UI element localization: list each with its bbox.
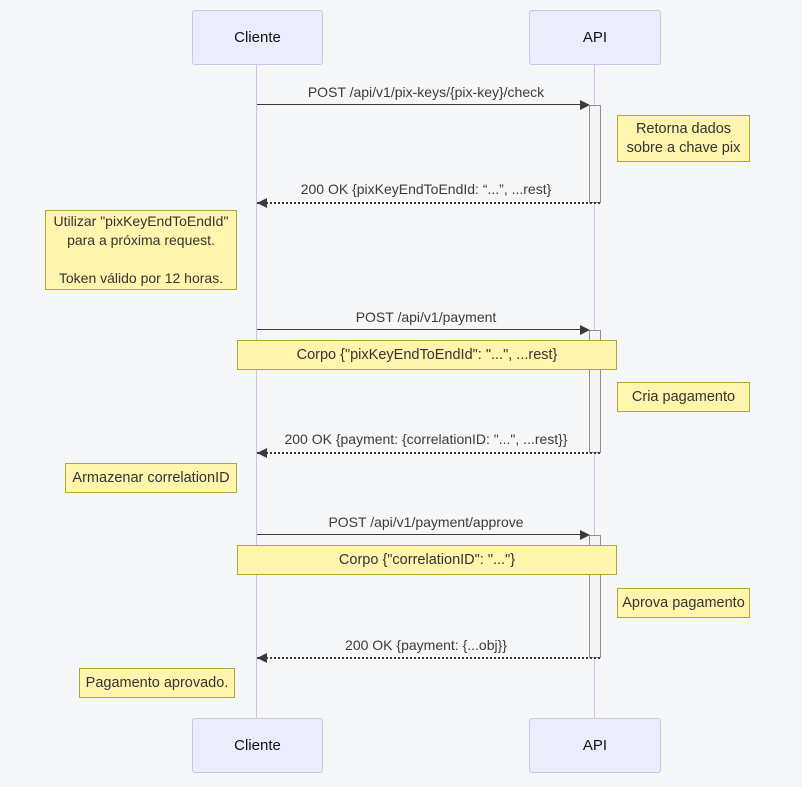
message-label-200-payment-obj: 200 OK {payment: {...obj}} (345, 637, 507, 653)
arrowhead-right-icon (580, 530, 590, 540)
participant-api-bottom: API (529, 718, 661, 773)
message-line-3 (257, 329, 581, 330)
participant-cliente-label: Cliente (234, 737, 281, 754)
arrowhead-right-icon (580, 325, 590, 335)
arrowhead-left-icon (257, 448, 267, 458)
participant-api-label: API (582, 737, 608, 754)
message-line-5 (257, 534, 581, 535)
participant-cliente-label: Cliente (234, 29, 281, 46)
message-label-payment-approve: POST /api/v1/payment/approve (328, 514, 524, 530)
participant-cliente-bottom: Cliente (192, 718, 323, 773)
message-label-check-pix-key: POST /api/v1/pix-keys/{pix-key}/check (307, 84, 545, 100)
message-line-2 (257, 202, 600, 204)
note-retorna-dados: Retorna dados sobre a chave pix (617, 115, 750, 162)
participant-api-top: API (529, 10, 661, 65)
note-corpo-correlationid: Corpo {"correlationID": "..."} (237, 545, 617, 575)
message-line-6 (257, 657, 600, 659)
message-line-4 (257, 452, 600, 454)
lifeline-cliente (256, 65, 257, 718)
note-armazenar-correlationid: Armazenar correlationID (65, 463, 237, 493)
arrowhead-left-icon (257, 198, 267, 208)
note-pagamento-aprovado: Pagamento aprovado. (79, 668, 235, 698)
arrowhead-right-icon (580, 100, 590, 110)
message-line-1 (257, 104, 581, 105)
participant-cliente-top: Cliente (192, 10, 323, 65)
note-corpo-pixkey: Corpo {"pixKeyEndToEndId": "...", ...res… (237, 340, 617, 370)
note-cria-pagamento: Cria pagamento (617, 382, 750, 412)
note-utilizar-token: Utilizar "pixKeyEndToEndId" para a próxi… (45, 210, 237, 290)
message-label-200-correlation: 200 OK {payment: {correlationID: "...", … (284, 431, 568, 447)
message-label-200-pixkey: 200 OK {pixKeyEndToEndId: “...”, ...rest… (300, 181, 552, 197)
message-label-payment: POST /api/v1/payment (355, 309, 497, 325)
note-aprova-pagamento: Aprova pagamento (617, 588, 750, 618)
arrowhead-left-icon (257, 653, 267, 663)
participant-api-label: API (582, 29, 608, 46)
